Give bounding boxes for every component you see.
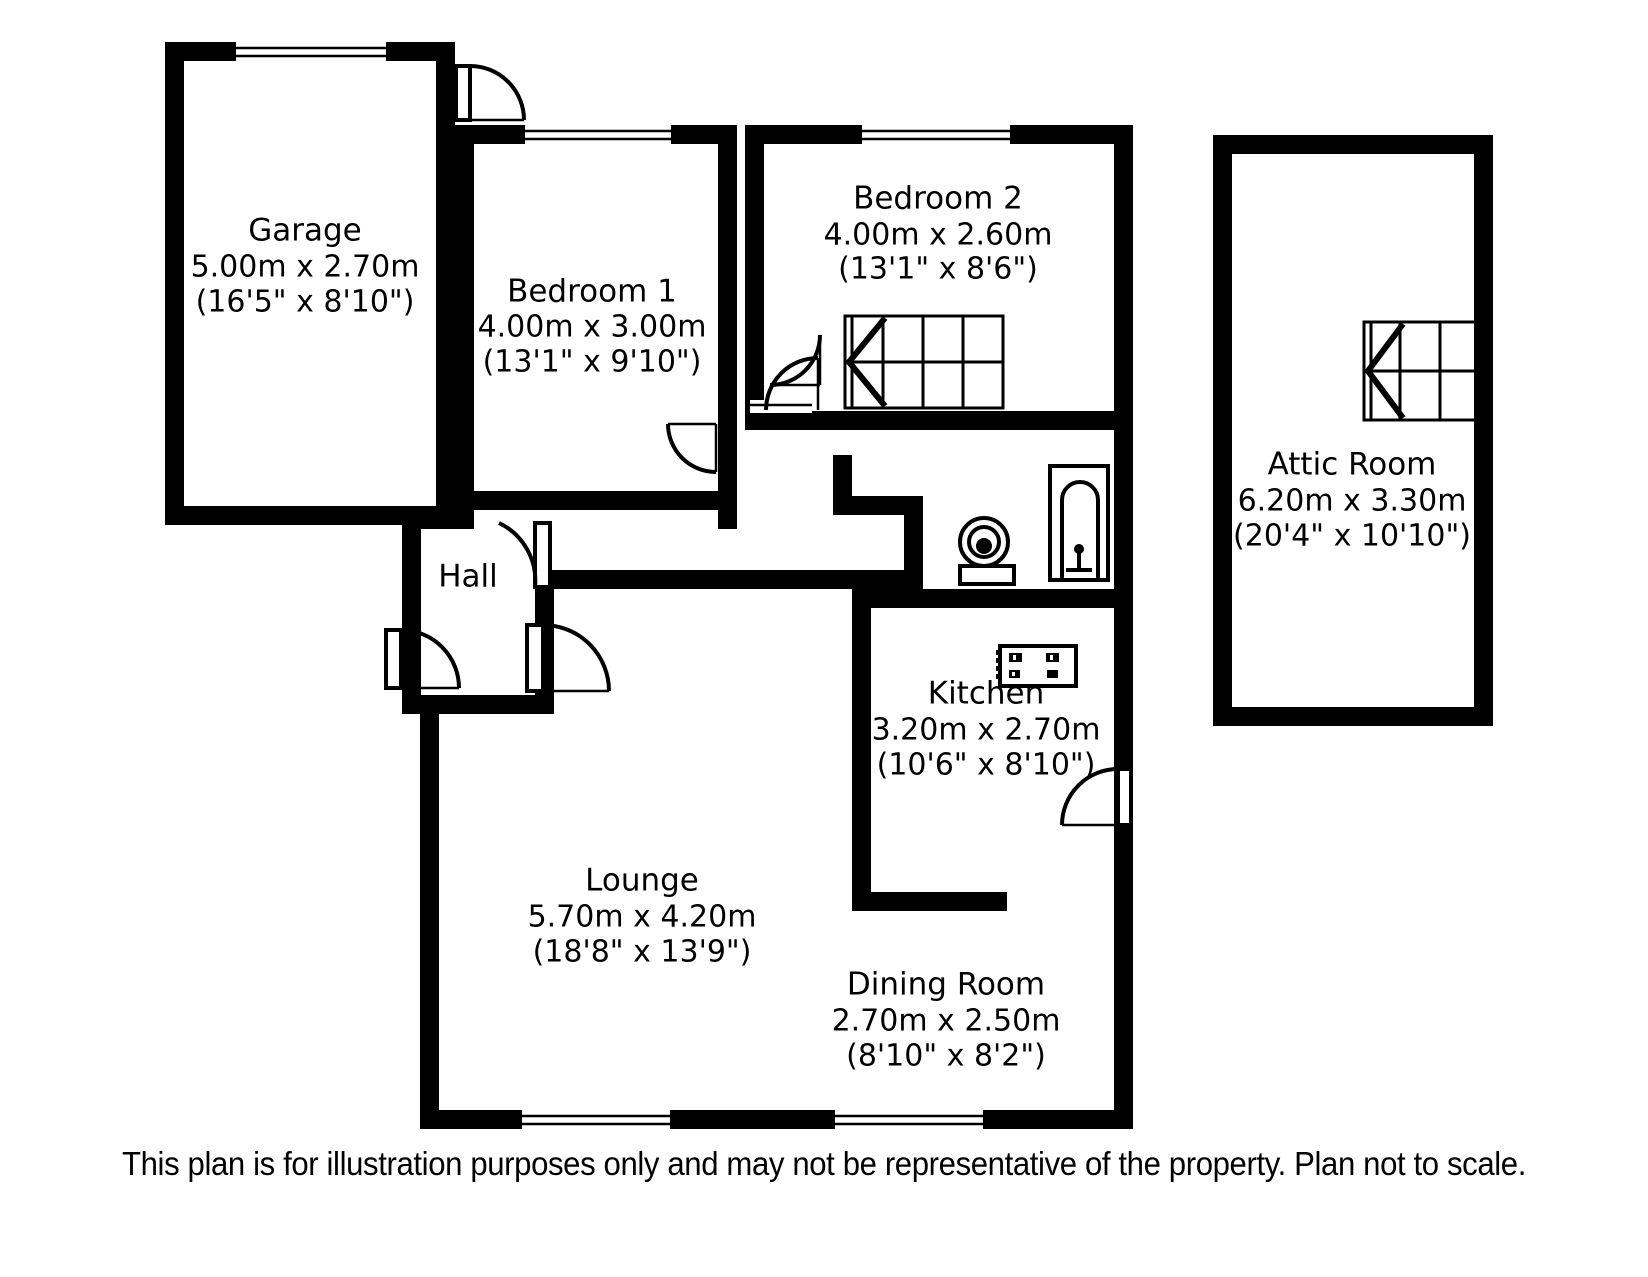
- garage-window: [236, 42, 386, 61]
- dining-window-opening: [835, 1110, 983, 1129]
- lounge-left-outer-wall: [420, 714, 439, 1129]
- bedroom2-label-name: Bedroom 2: [853, 181, 1023, 217]
- hob-knob-1: [996, 650, 1001, 655]
- hall-left-outer-wall: [402, 510, 421, 714]
- kitchen-back-door-arc: [1060, 767, 1119, 826]
- garage-door: [454, 64, 526, 122]
- kitchen-label-imperial: (10'6" x 8'10"): [877, 748, 1096, 783]
- bedroom1-room: Bedroom 1 4.00m x 3.00m (13'1" x 9'10"): [455, 125, 737, 510]
- bedroom2-door: [764, 356, 820, 411]
- toilet: [958, 516, 1016, 586]
- hob-burner-2: [1046, 653, 1059, 662]
- hall-door-lounge-leaf: [525, 623, 545, 693]
- bedroom2-label-metric: 4.00m x 2.60m: [824, 218, 1053, 253]
- hall-label-name: Hall: [438, 559, 498, 595]
- hob-burner-4: [1047, 670, 1058, 678]
- bathtub: [1048, 464, 1110, 582]
- hob-knob-3: [996, 666, 1001, 671]
- hall-door-to-lounge: [525, 623, 611, 693]
- bathroom-left-wall-lower: [904, 496, 923, 589]
- lounge-window-opening: [522, 1110, 670, 1129]
- hall-door-1-leaf: [533, 521, 552, 589]
- kitchen-label-name: Kitchen: [928, 676, 1045, 712]
- attic-room: Attic Room 6.20m x 3.30m (20'4" x 10'10"…: [1213, 135, 1493, 726]
- hob: [996, 644, 1078, 688]
- bedroom2-room: Bedroom 2 4.00m x 2.60m (13'1" x 8'6"): [745, 125, 1133, 430]
- bedroom2-window: [862, 125, 1010, 144]
- hob-burner-3: [1009, 670, 1020, 678]
- lounge-front-window: [522, 1110, 670, 1129]
- hall-front-door: [384, 628, 461, 690]
- bedroom1-garage-connector: [436, 42, 455, 126]
- toilet-bowl-waste: [976, 538, 992, 554]
- bedroom1-label-metric: 4.00m x 3.00m: [478, 310, 707, 345]
- hob-burner-1: [1009, 653, 1022, 662]
- dining-front-window: [835, 1110, 983, 1129]
- bedroom2-door-gap: [750, 400, 812, 413]
- garage-label-name: Garage: [248, 213, 362, 249]
- landing-left-wall-lower: [718, 491, 737, 529]
- garage-door-arc: [469, 64, 526, 121]
- kitchen-back-door-leaf: [1116, 767, 1133, 827]
- lounge-label-metric: 5.70m x 4.20m: [528, 900, 757, 935]
- staircase-attic: [1362, 320, 1478, 422]
- kitchen-label-metric: 3.20m x 2.70m: [872, 713, 1101, 748]
- dining-label-metric: 2.70m x 2.50m: [832, 1004, 1061, 1039]
- bathtub-inner-basin: [1060, 479, 1100, 580]
- attic-walls: [1213, 135, 1493, 726]
- bedroom2-door-arc: [764, 356, 819, 411]
- bathroom-step-wall: [833, 496, 923, 515]
- lounge-label-imperial: (18'8" x 13'9"): [533, 935, 752, 970]
- bathtub-outline: [1048, 464, 1110, 582]
- hall-door-to-bedroom1: [498, 521, 552, 589]
- lounge-label-name: Lounge: [585, 863, 699, 899]
- hall-bottom-wall: [402, 695, 535, 714]
- kitchen-left-wall: [852, 589, 871, 911]
- disclaimer-text: This plan is for illustration purposes o…: [122, 1145, 1526, 1182]
- hob-knob-2: [996, 658, 1001, 663]
- garage-label-imperial: (16'5" x 8'10"): [196, 285, 415, 320]
- bedroom1-window: [525, 125, 671, 144]
- staircase-main: [843, 314, 1005, 410]
- dining-label-imperial: (8'10" x 8'2"): [846, 1039, 1046, 1074]
- staircase-attic-direction-arrow: [1364, 322, 1406, 420]
- hall-door-1-arc: [498, 521, 538, 588]
- bedroom1-label-imperial: (13'1" x 9'10"): [483, 345, 702, 380]
- attic-label-metric: 6.20m x 3.30m: [1238, 484, 1467, 519]
- staircase-main-direction-arrow: [845, 316, 888, 408]
- dining-label-name: Dining Room: [847, 967, 1045, 1003]
- garage-label-metric: 5.00m x 2.70m: [191, 250, 420, 285]
- garage-door-leaf: [454, 64, 472, 122]
- hob-knob-4: [996, 674, 1001, 679]
- hall-front-door-leaf: [384, 628, 403, 690]
- kitchen-top-wall: [852, 589, 1133, 608]
- garage-room: Garage 5.00m x 2.70m (16'5" x 8'10"): [165, 42, 455, 525]
- attic-label-name: Attic Room: [1268, 447, 1437, 483]
- bedroom2-label-imperial: (13'1" x 8'6"): [838, 252, 1038, 287]
- landing-left-wall: [718, 411, 737, 510]
- dining-top-wall: [852, 892, 1007, 911]
- bedroom1-door-2-arc: [666, 423, 717, 474]
- landing-bottom-wall: [535, 570, 922, 589]
- kitchen-back-door: [1060, 767, 1133, 827]
- bedroom1-door-2: [666, 422, 718, 474]
- toilet-cistern: [958, 564, 1016, 586]
- toilet-bowl-inner: [967, 525, 1001, 559]
- hall-front-door-arc: [400, 628, 461, 689]
- bedroom1-label-name: Bedroom 1: [507, 274, 677, 310]
- hall-top-wall: [402, 510, 474, 529]
- attic-label-imperial: (20'4" x 10'10"): [1233, 519, 1471, 554]
- hall-door-lounge-arc: [542, 623, 611, 692]
- bedroom1-door: [769, 334, 822, 387]
- bathtub-tap-head: [1074, 544, 1084, 554]
